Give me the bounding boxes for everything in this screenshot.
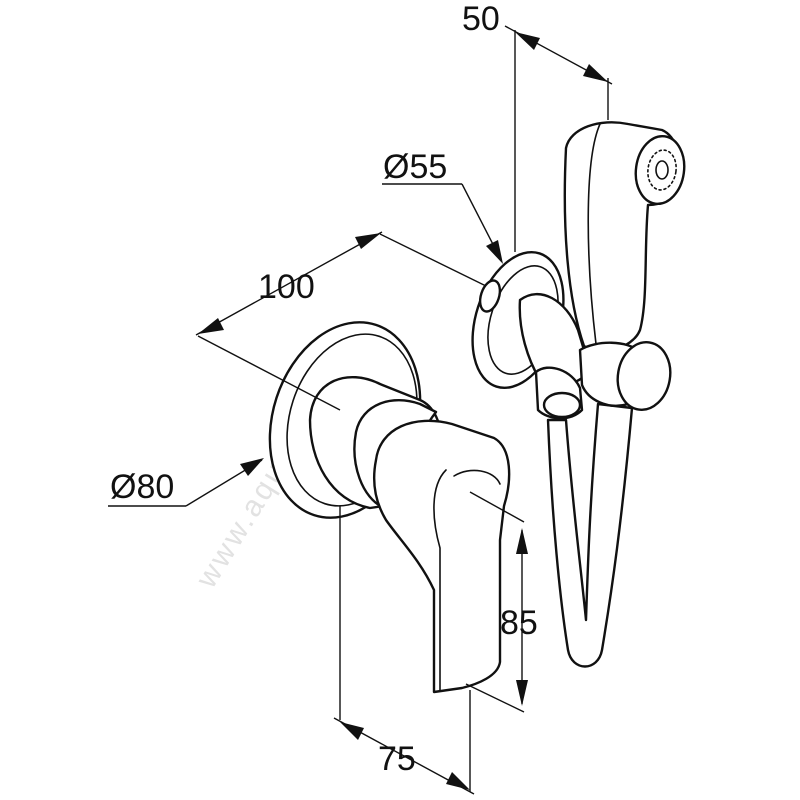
dim-85-extension-top bbox=[469, 491, 525, 523]
dimension-labels: 50 Ø55 100 Ø80 85 75 bbox=[110, 0, 538, 778]
dim-d55-arrow bbox=[486, 240, 503, 264]
shower-nozzle-ring bbox=[647, 149, 677, 191]
hose-nut-end bbox=[542, 391, 582, 419]
dim-85-arrow-bottom bbox=[516, 680, 528, 706]
dim-85-extension-bottom bbox=[465, 683, 525, 713]
shower-head-edge bbox=[587, 123, 601, 345]
shower-nozzle-center bbox=[655, 160, 669, 180]
dim-100-extension-right bbox=[379, 233, 487, 287]
dim-75-arrow-right bbox=[446, 772, 470, 790]
dim-75-arrow-left bbox=[340, 722, 364, 740]
shower-face bbox=[634, 134, 686, 206]
hose bbox=[546, 402, 634, 668]
dim-50-arrow-right bbox=[583, 64, 608, 82]
dim-50-arrow-left bbox=[515, 32, 540, 50]
dim-label-d55: Ø55 bbox=[383, 148, 447, 186]
dim-100-extension-left bbox=[197, 335, 341, 411]
dim-d80-arrow bbox=[240, 458, 264, 476]
wall-connector bbox=[478, 279, 502, 313]
mixer-lever-highlight bbox=[453, 469, 501, 485]
dim-100-arrow-right bbox=[355, 233, 381, 249]
mixer-lever-edge bbox=[433, 469, 447, 691]
dim-100-arrow-left bbox=[198, 318, 224, 334]
dimension-lines bbox=[108, 25, 613, 795]
bidet-shower-assembly bbox=[471, 121, 686, 668]
shower-trigger-cap bbox=[616, 341, 672, 411]
dim-label-d80: Ø80 bbox=[110, 468, 174, 506]
dim-label-85: 85 bbox=[500, 604, 538, 642]
dim-label-50: 50 bbox=[462, 0, 500, 38]
mixer-lever bbox=[372, 419, 511, 694]
dim-85-arrow-top bbox=[516, 528, 528, 554]
dim-label-75: 75 bbox=[378, 740, 416, 778]
mixer-assembly bbox=[268, 321, 511, 694]
dim-label-100: 100 bbox=[258, 268, 315, 306]
dim-100-line bbox=[195, 231, 383, 336]
